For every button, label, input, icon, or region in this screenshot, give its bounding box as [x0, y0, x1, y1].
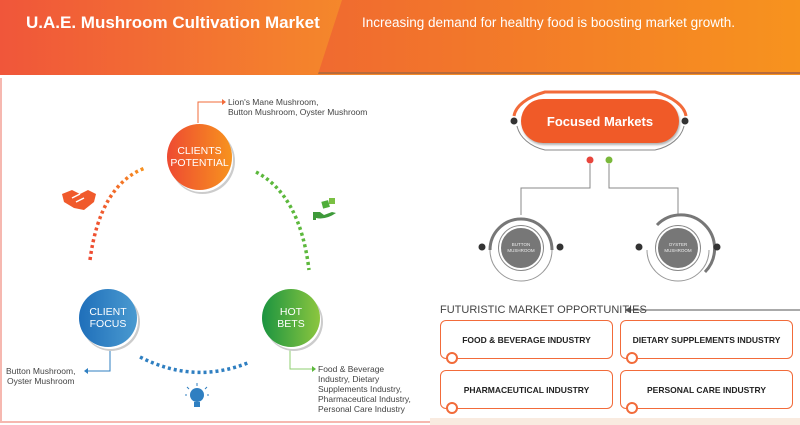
page-subtitle: Increasing demand for healthy food is bo…: [362, 15, 735, 30]
market-label: BUTTON: [511, 242, 531, 247]
clients-potential-label-2: POTENTIAL: [170, 157, 229, 169]
note-line: Pharmaceutical Industry,: [318, 394, 411, 404]
opportunity-label: DIETARY SUPPLEMENTS INDUSTRY: [632, 334, 781, 345]
opportunity-card: PHARMACEUTICAL INDUSTRY: [440, 370, 613, 414]
market-label: MUSHROOM: [664, 248, 692, 253]
market-label: OYSTER: [668, 242, 688, 247]
note-line: Oyster Mushroom: [6, 376, 75, 386]
note-line: Lion's Mane Mushroom,: [228, 97, 319, 107]
note-line: Button Mushroom,: [6, 366, 76, 376]
client-focus-label-1: CLIENT: [89, 306, 127, 318]
client-focus-note: Button Mushroom, Oyster Mushroom: [6, 366, 75, 386]
note-line: Personal Care Industry: [318, 404, 405, 414]
note-line: Food & Beverage: [318, 364, 385, 374]
opportunity-card: FOOD & BEVERAGE INDUSTRY: [440, 320, 613, 364]
opportunity-label: FOOD & BEVERAGE INDUSTRY: [462, 334, 591, 345]
lightbulb-icon: [185, 383, 209, 407]
opportunity-card: PERSONAL CARE INDUSTRY: [620, 370, 793, 414]
opportunities-heading: FUTURISTIC MARKET OPPORTUNITIES: [440, 304, 647, 316]
note-line: Button Mushroom, Oyster Mushroom: [228, 107, 368, 117]
ring-icon: [626, 402, 638, 414]
focused-markets-pill: Focused Markets: [521, 99, 679, 143]
market-label: MUSHROOM: [507, 248, 535, 253]
header-tagline-panel: [318, 0, 800, 74]
opportunity-label: PHARMACEUTICAL INDUSTRY: [463, 384, 590, 395]
arc-orange: [88, 166, 146, 261]
client-focus-label-2: FOCUS: [89, 318, 127, 330]
opportunity-card: DIETARY SUPPLEMENTS INDUSTRY: [620, 320, 793, 364]
hot-bets-label-1: HOT: [279, 306, 303, 318]
money-hand-icon: [313, 198, 336, 220]
note-line: Industry, Dietary: [318, 374, 380, 384]
market-cycle-panel: [0, 78, 430, 423]
clients-potential-label-1: CLIENTS: [177, 145, 222, 157]
arc-green: [255, 170, 311, 271]
note-line: Supplements Industry,: [318, 384, 402, 394]
arc-blue: [139, 355, 251, 375]
ring-icon: [446, 352, 458, 364]
page-title: U.A.E. Mushroom Cultivation Market: [26, 13, 320, 32]
handshake-icon: [62, 190, 96, 210]
hot-bets-label-2: BETS: [277, 318, 305, 330]
clients-potential-note: Lion's Mane Mushroom, Button Mushroom, O…: [228, 97, 367, 117]
ring-icon: [446, 402, 458, 414]
opportunity-label: PERSONAL CARE INDUSTRY: [646, 384, 766, 395]
ring-icon: [626, 352, 638, 364]
hot-bets-note: Food & Beverage Industry, Dietary Supple…: [318, 364, 411, 414]
